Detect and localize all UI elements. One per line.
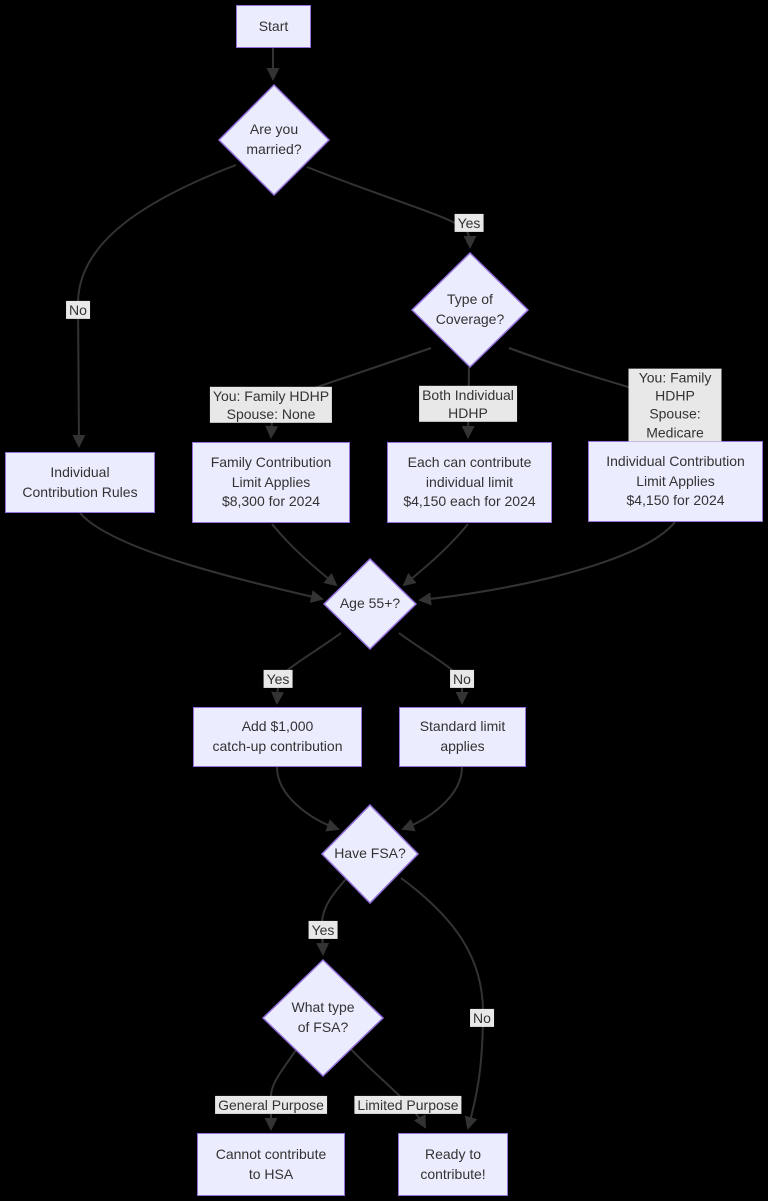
edge-label-cov-both: Both Individual HDHP [419,385,517,423]
edge-label-fsa-no: No [470,1008,494,1028]
edge-label-married-yes: Yes [454,213,484,233]
edge-age-no-standard [398,632,469,705]
node-start: Start [236,5,311,48]
decision-fsa-type [261,958,385,1078]
edge-catchup-fsa [276,766,340,832]
edge-label-age-yes: Yes [263,669,293,689]
edge-fsa-yes-type [316,878,347,956]
edge-label-age-no: No [450,669,474,689]
edge-standard-fsa [401,766,463,832]
edge-married-yes-coverage [306,166,477,249]
node-ready: Ready to contribute! [398,1133,508,1196]
edge-family-age [271,523,338,587]
node-individual-rules: Individual Contribution Rules [5,452,155,513]
decision-have-fsa [320,803,420,905]
edge-each-age [402,523,469,587]
node-family-limit: Family Contribution Limit Applies $8,300… [192,442,350,523]
edge-type-limited-ready [348,1046,426,1129]
edge-label-cov-medicare: You: Family HDHP Spouse: Medicare [628,368,722,442]
edge-label-married-no: No [66,300,90,320]
node-catchup: Add $1,000 catch-up contribution [193,707,362,767]
edge-label-type-general: General Purpose [215,1095,327,1115]
decision-age55 [322,557,418,651]
node-each-limit: Each can contribute individual limit $4,… [387,442,552,523]
node-cannot-contribute: Cannot contribute to HSA [197,1133,345,1196]
edge-fsa-no-ready [400,877,485,1130]
edge-indiv-age [418,521,676,606]
edge-age-yes-catchup [271,632,342,705]
edge-married-no-rules [72,164,237,448]
edge-label-type-limited: Limited Purpose [354,1095,462,1115]
node-individual-limit: Individual Contribution Limit Applies $4… [588,441,763,522]
decision-married [217,83,331,197]
edge-rules-age [79,512,324,603]
edge-label-fsa-yes: Yes [308,920,338,940]
edge-type-general-cannot [264,1046,299,1131]
edge-label-cov-family: You: Family HDHP Spouse: None [209,386,333,424]
decision-coverage [410,251,530,369]
node-standard-limit: Standard limit applies [399,707,526,767]
